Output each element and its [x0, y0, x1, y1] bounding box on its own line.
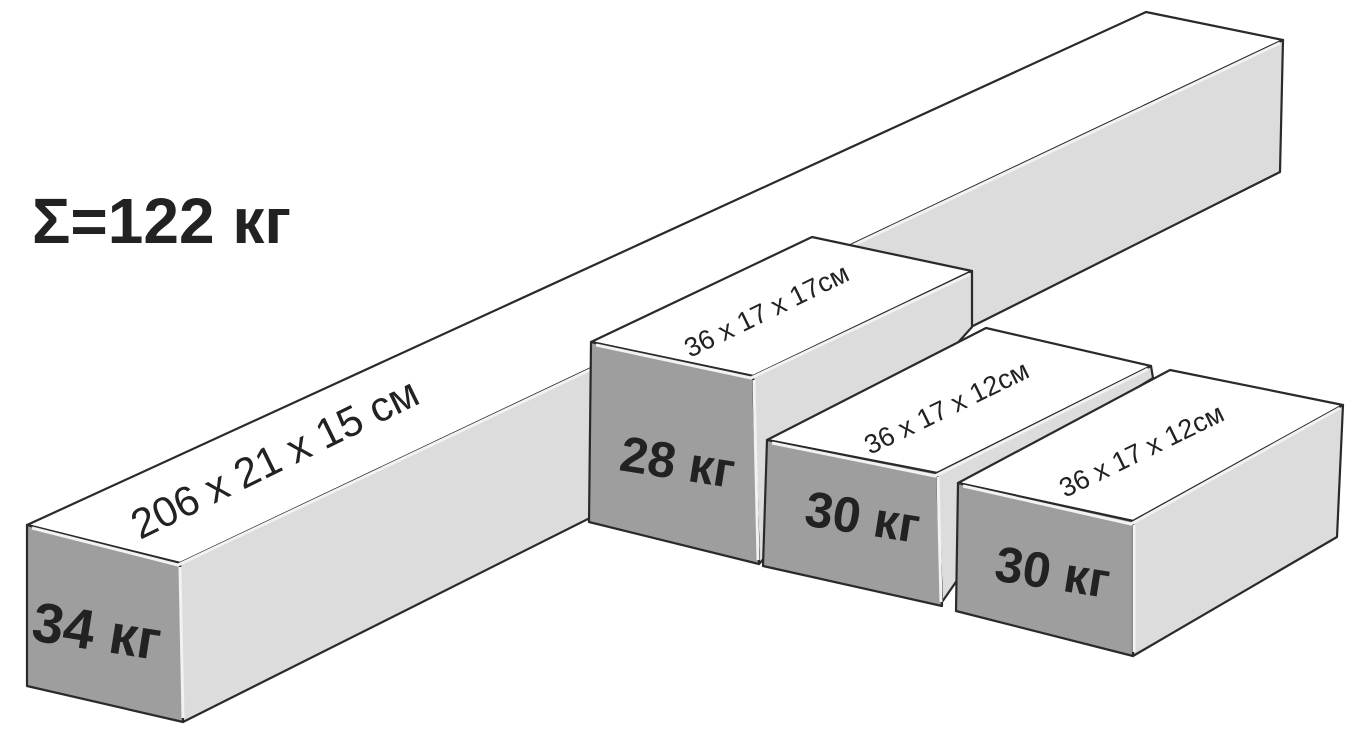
total-weight-label: Σ=122 кг [32, 185, 291, 257]
box2-front-face [761, 438, 944, 608]
beam-front-face [25, 523, 185, 724]
package-box-3: 36 x 17 x 12см 30 кг [954, 368, 1345, 658]
box3-front-face [954, 481, 1135, 658]
box1-front-face [587, 340, 761, 566]
